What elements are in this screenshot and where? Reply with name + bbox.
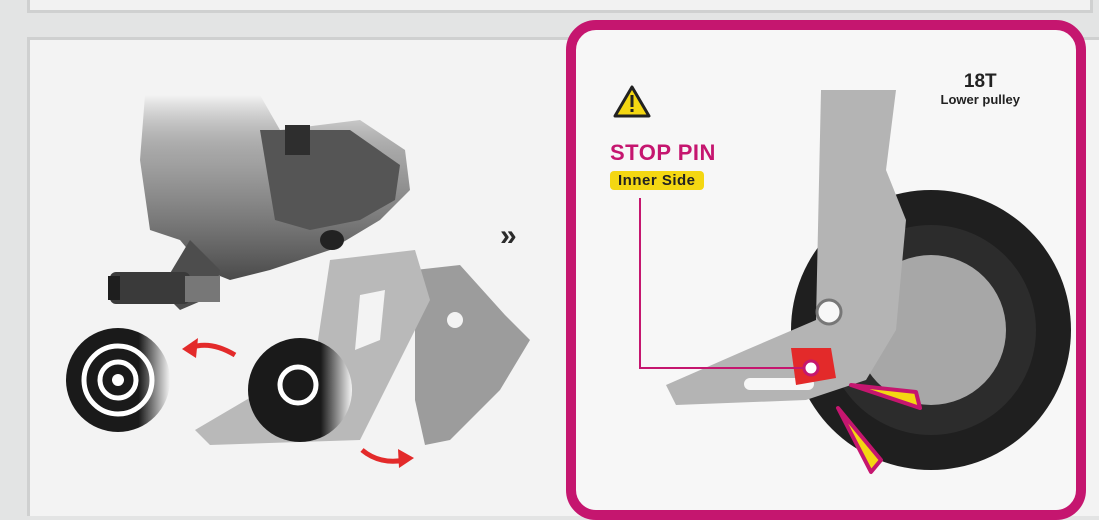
- barrel-adjuster: [108, 272, 220, 304]
- double-chevron-right-icon: »: [500, 222, 536, 250]
- pulley-teeth-count: 18T: [941, 72, 1020, 92]
- pulley-spec-label: 18T Lower pulley: [941, 72, 1020, 107]
- cage-plates: [195, 250, 530, 445]
- arrow-head-left: [182, 338, 198, 358]
- arrow-head-right: [398, 449, 414, 468]
- installed-pulley: [248, 338, 352, 442]
- pulley-name: Lower pulley: [941, 92, 1020, 107]
- warning-triangle-icon: [612, 84, 652, 120]
- previous-step-panel: [27, 0, 1093, 13]
- stop-pin-marker: [804, 361, 818, 375]
- detail-callout-panel: STOP PIN Inner Side 18T Lower pulley: [566, 20, 1086, 520]
- derailleur-illustration: [30, 40, 570, 509]
- removed-pulley: [66, 328, 170, 432]
- inner-side-badge: Inner Side: [610, 171, 704, 190]
- cage-arm: [666, 90, 906, 405]
- stop-pin-label: STOP PIN: [610, 140, 716, 166]
